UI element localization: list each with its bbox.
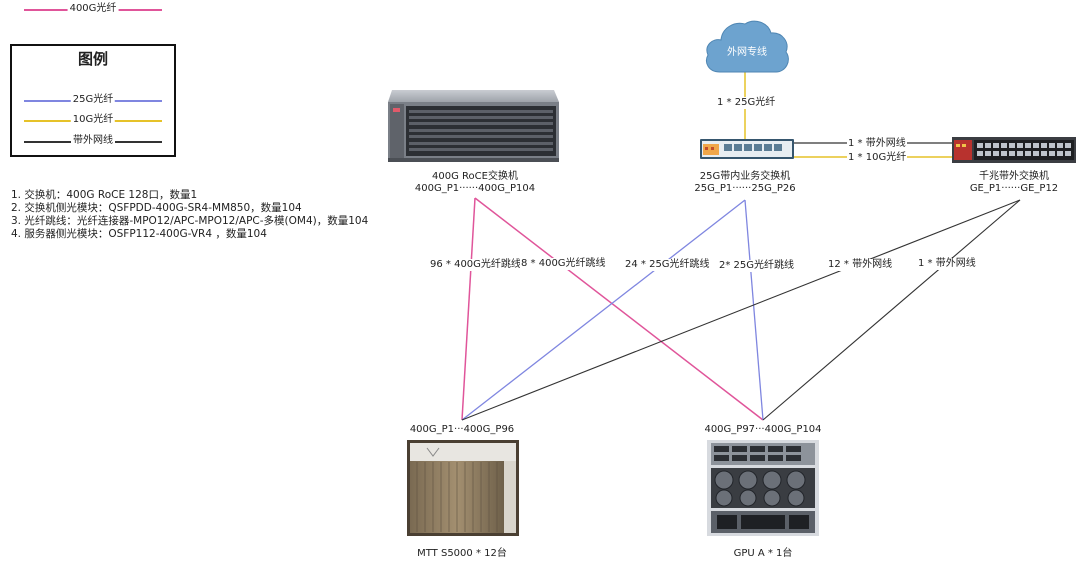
biz-switch-ports: 25G_P1······25G_P26 (694, 183, 796, 194)
oob-switch-icon (952, 137, 1076, 163)
legend-title: 图例 (77, 50, 108, 68)
link-label-roce-gpu: 8 * 400G光纤跳线 (520, 258, 607, 270)
wire-oob-mtt (461, 199, 1021, 421)
roce-switch-name: 400G RoCE交换机 (432, 171, 518, 182)
gpu-server-caption: GPU A * 1台 (733, 548, 793, 559)
link-label-oob-mtt: 12 * 带外网线 (827, 259, 894, 271)
legend-box: 图例 400G光纤 25G光纤 10G光纤 带外网线 (10, 2, 176, 157)
gpu-server-icon (707, 440, 819, 536)
gpu-server-ports: 400G_P97···400G_P104 (704, 424, 822, 435)
legend-label-oob: 带外网线 (71, 134, 115, 147)
link-label-biz-oob-fiber: 1 * 10G光纤 (847, 152, 908, 164)
wire-roce-mtt (461, 197, 476, 421)
note-item: 4. 服务器侧光模块：OSFP112-400G-VR4 ，数量104 (11, 228, 267, 240)
legend-item-25g: 25G光纤 (24, 93, 162, 106)
cloud-icon (706, 20, 789, 73)
oob-switch-name: 千兆带外交换机 (979, 171, 1049, 182)
note-item: 2. 交换机侧光模块：QSFPDD-400G-SR4-MM850，数量104 (11, 202, 302, 214)
legend-item-10g: 10G光纤 (24, 113, 162, 126)
link-label-biz-gpu: 2* 25G光纤跳线 (718, 260, 796, 272)
link-label-biz-oob-copper: 1 * 带外网线 (847, 138, 907, 150)
link-label-biz-mtt: 24 * 25G光纤跳线 (624, 259, 711, 271)
link-label-roce-mtt: 96 * 400G光纤跳线 (429, 259, 522, 271)
link-label-cloud-biz: 1 * 25G光纤 (716, 97, 777, 109)
notes-list: 1. 交换机：400G RoCE 128口，数量1 2. 交换机侧光模块：QSF… (11, 189, 368, 241)
link-label-oob-gpu: 1 * 带外网线 (917, 258, 977, 270)
roce-switch-ports: 400G_P1······400G_P104 (414, 183, 536, 194)
biz-switch-name: 25G带内业务交换机 (699, 171, 791, 182)
legend-item-400g: 400G光纤 (24, 2, 162, 15)
legend-label-25g: 25G光纤 (70, 93, 116, 106)
note-item: 1. 交换机：400G RoCE 128口，数量1 (11, 189, 198, 201)
roce-switch-icon (388, 90, 559, 162)
mtt-server-icon (407, 440, 519, 536)
legend-item-oob: 带外网线 (24, 134, 162, 147)
legend-label-10g: 10G光纤 (70, 113, 116, 126)
cloud-label: 外网专线 (727, 47, 767, 58)
mtt-server-ports: 400G_P1···400G_P96 (409, 424, 515, 435)
mtt-server-caption: MTT S5000 * 12台 (417, 548, 507, 559)
wire-biz-mtt (461, 199, 746, 421)
note-item: 3. 光纤跳线：光纤连接器-MPO12/APC-MPO12/APC-多模(OM4… (11, 215, 369, 227)
biz-switch-icon (700, 139, 794, 159)
wire-roce-gpu (474, 197, 764, 421)
oob-switch-ports: GE_P1······GE_P12 (969, 183, 1059, 194)
wire-oob-gpu (762, 199, 1021, 421)
wire-biz-gpu (744, 199, 764, 421)
legend-label-400g: 400G光纤 (67, 2, 119, 15)
